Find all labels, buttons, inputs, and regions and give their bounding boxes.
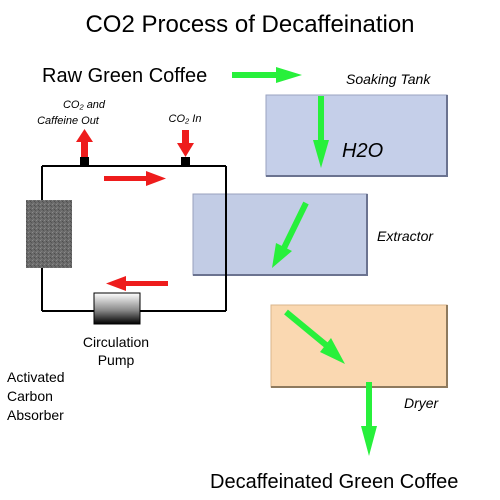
co2-out-arrow [76, 129, 93, 157]
absorber-label-line1: Activated [7, 369, 65, 385]
extractor-label: Extractor [377, 228, 434, 244]
co2-in-port [181, 157, 190, 167]
soaking-tank [265, 94, 448, 177]
co2-out-label-line2: Caffeine Out [37, 115, 100, 127]
co2-in-arrow [177, 130, 194, 157]
loop-flow-arrow-left [106, 276, 168, 291]
dryer-flow-arrow [284, 309, 345, 364]
absorber-label-line3: Absorber [7, 407, 64, 423]
dryer [270, 304, 448, 388]
output-flow-arrow [361, 382, 377, 456]
extractor [192, 193, 368, 276]
soaking-flow-arrow [313, 96, 329, 168]
raw-green-coffee-label: Raw Green Coffee [42, 65, 207, 87]
loop-flow-arrow-right [104, 171, 166, 186]
soaking-tank-label: Soaking Tank [346, 71, 431, 87]
dryer-label: Dryer [404, 395, 440, 411]
co2-out-port [80, 157, 89, 167]
carbon-absorber [26, 200, 72, 268]
co2-out-label-line1: CO₂ and [63, 99, 106, 111]
pump-label-line1: Circulation [83, 334, 149, 350]
input-flow-arrow [232, 67, 302, 83]
co2-in-label: CO₂ In [169, 113, 202, 125]
diagram-title: CO2 Process of Decaffeination [85, 11, 414, 38]
h2o-label: H2O [342, 140, 383, 162]
decaffeinated-coffee-label: Decaffeinated Green Coffee [210, 471, 458, 493]
absorber-label-line2: Carbon [7, 388, 53, 404]
circulation-pump [93, 292, 141, 325]
extractor-flow-arrow [272, 201, 309, 268]
pump-label-line2: Pump [98, 352, 135, 368]
